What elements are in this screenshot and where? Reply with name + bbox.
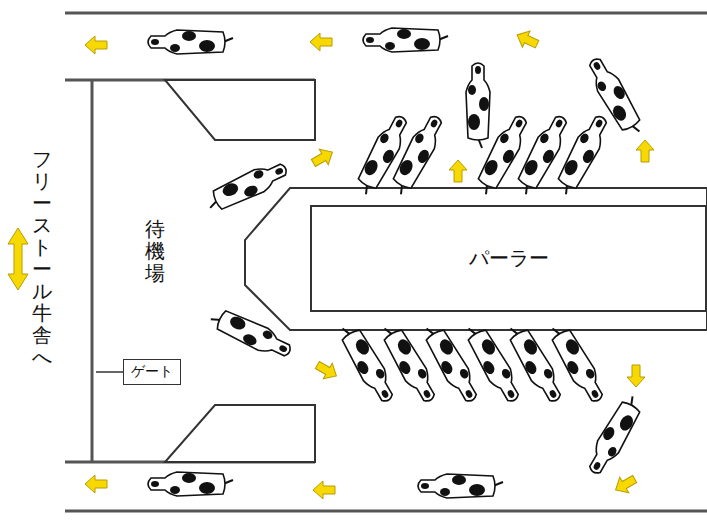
node-text: パーラー: [469, 245, 549, 272]
leader-line: [96, 371, 123, 373]
node-text: ゲート: [131, 363, 173, 381]
direction-label: フリーストール牛舎へ: [32, 148, 52, 368]
direction-arrow: [8, 228, 28, 290]
area-label: 待機場: [145, 218, 165, 284]
parlor-box: パーラー: [310, 205, 707, 312]
walls: [65, 13, 707, 511]
callout-box: ゲート: [123, 359, 181, 385]
